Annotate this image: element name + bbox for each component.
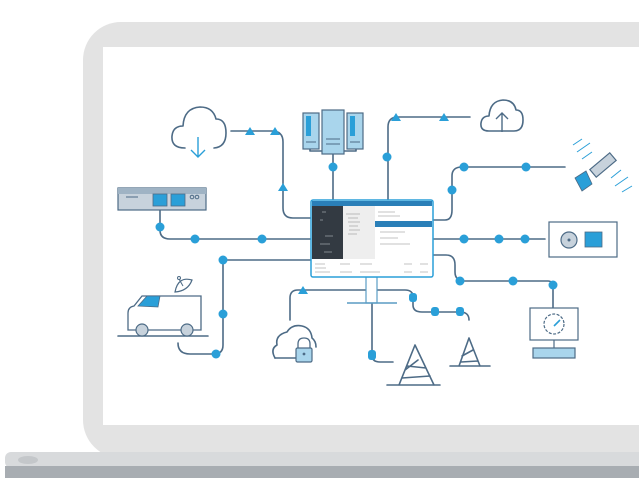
triangle-marker — [391, 113, 401, 121]
node — [218, 309, 228, 319]
laptop-notch — [18, 456, 38, 464]
node — [382, 152, 392, 162]
cloud-download-icon — [171, 106, 227, 158]
node — [455, 276, 465, 286]
node — [548, 280, 558, 290]
triangle-marker — [270, 127, 280, 135]
node — [211, 349, 221, 359]
node — [218, 255, 228, 265]
monitor — [310, 199, 434, 304]
node — [257, 234, 267, 244]
node — [459, 162, 469, 172]
connection-nodes — [155, 113, 558, 360]
broadcast-van-icon — [117, 276, 209, 337]
node — [520, 234, 530, 244]
network-switch-icon — [117, 187, 207, 211]
tab-marker — [431, 307, 439, 316]
laptop-base-edge — [5, 466, 639, 478]
triangle-marker — [245, 127, 255, 135]
radio-tower-icon — [386, 344, 441, 386]
app-tree-panel — [343, 206, 375, 259]
node — [459, 234, 469, 244]
node — [508, 276, 518, 286]
tab-marker — [368, 350, 376, 360]
cloud-upload-icon — [480, 99, 524, 132]
triangle-marker — [278, 183, 288, 191]
radio-tower-small-icon — [449, 337, 491, 367]
node — [521, 162, 531, 172]
server-rack-icon — [302, 109, 364, 155]
node — [494, 234, 504, 244]
node — [190, 234, 200, 244]
media-port-box-icon — [548, 221, 618, 258]
app-titlebar — [312, 201, 432, 206]
triangle-marker — [439, 113, 449, 121]
tab-marker — [409, 293, 417, 302]
cloud-lock-icon — [272, 324, 317, 363]
laptop-base — [5, 452, 639, 468]
gauge-monitor-icon — [529, 307, 579, 359]
node — [328, 162, 338, 172]
node — [447, 185, 457, 195]
app-code-panel — [312, 206, 343, 259]
triangle-marker — [298, 286, 308, 294]
app-selected-row — [375, 221, 432, 227]
node — [155, 222, 165, 232]
satellite-icon — [572, 138, 633, 193]
tab-marker — [456, 307, 464, 316]
